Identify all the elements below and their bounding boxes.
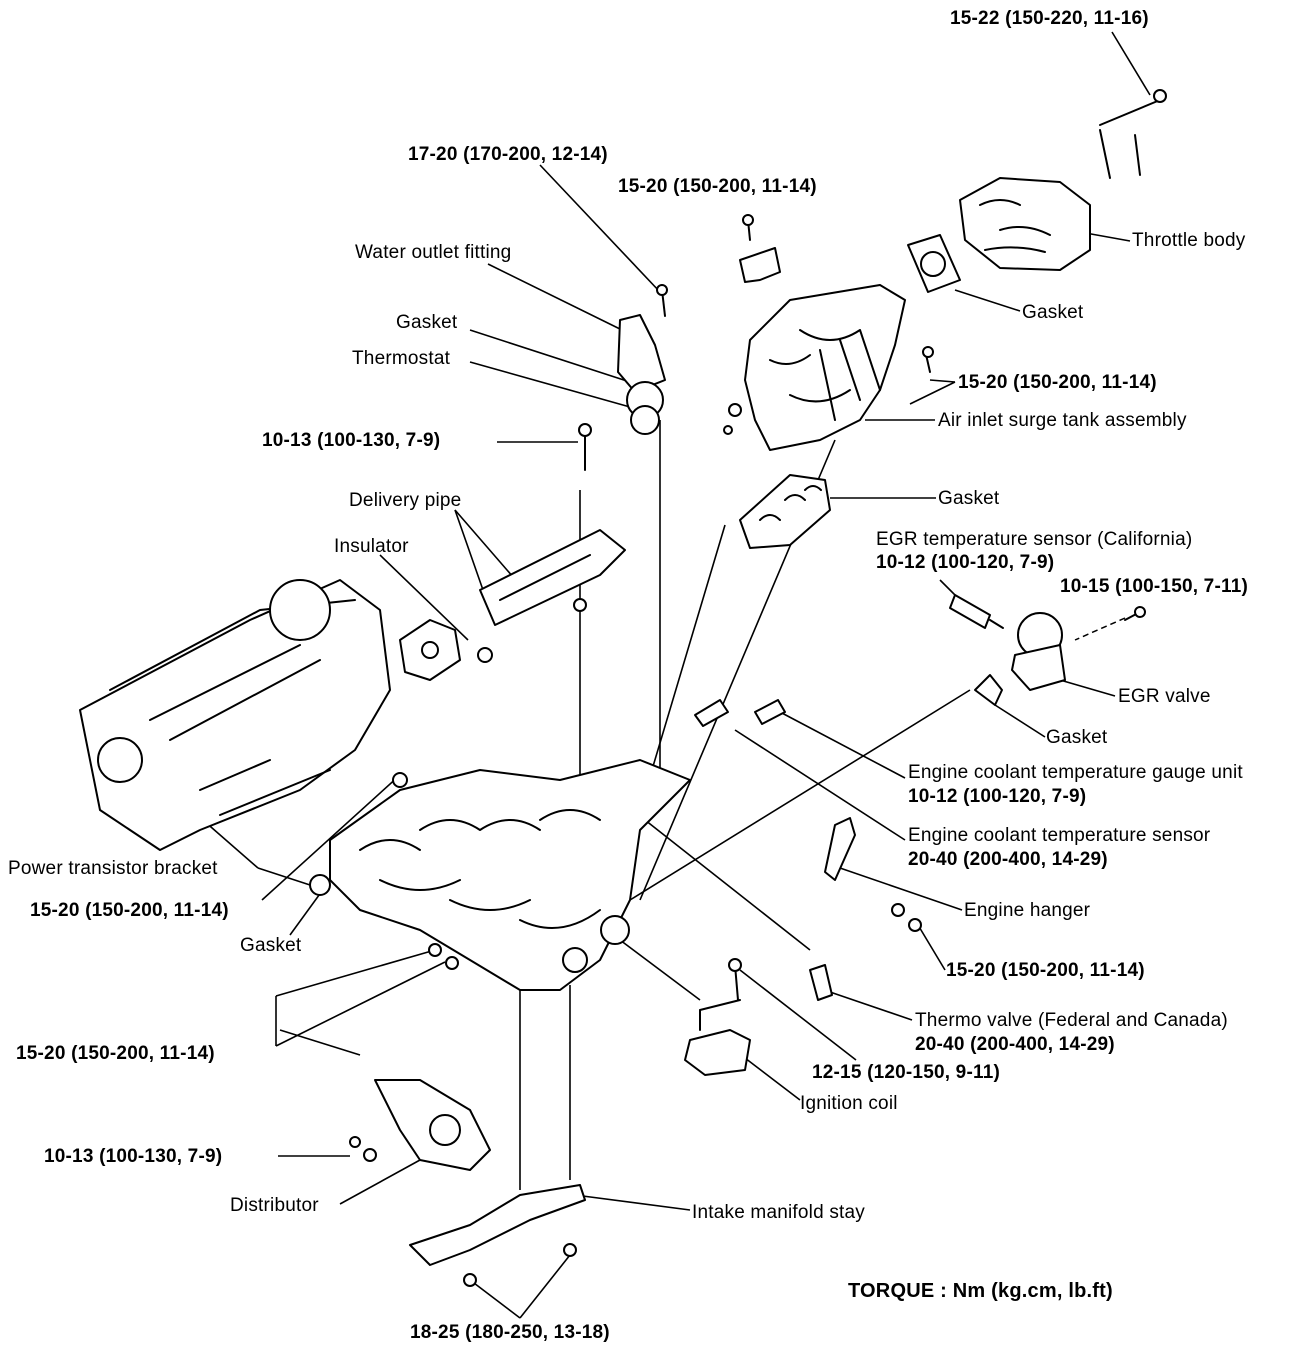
throttle-body-part [959, 89, 1167, 271]
lower-manifold-torque-label: 15-20 (150-200, 11-14) [16, 1043, 215, 1064]
engine-hanger-label: Engine hanger [964, 900, 1091, 921]
throttle-body-label: Throttle body [1132, 230, 1246, 251]
distributor-label: Distributor [230, 1195, 319, 1216]
delivery-pipe-bolt-torque-label: 10-13 (100-130, 7-9) [262, 430, 441, 451]
delivery-pipe-part [479, 423, 626, 626]
leader-lines [179, 31, 1151, 1319]
stay-bolt-torque-label: 18-25 (180-250, 13-18) [410, 1322, 610, 1343]
air-inlet-surge-tank-label: Air inlet surge tank assembly [938, 410, 1187, 431]
coolant-gauge-unit-label: Engine coolant temperature gauge unit [908, 762, 1243, 783]
coolant-sensors-part [694, 699, 786, 727]
throttle-bolt-torque-label: 15-22 (150-220, 11-16) [950, 8, 1149, 29]
egr-gasket-part [974, 674, 1003, 706]
water-outlet-bolt-torque-label: 17-20 (170-200, 12-14) [408, 144, 608, 165]
egr-gasket-label: Gasket [1046, 727, 1108, 748]
coolant-sensor-label: Engine coolant temperature sensor [908, 825, 1211, 846]
insulator-label: Insulator [334, 536, 409, 557]
power-transistor-bracket-label: Power transistor bracket [8, 858, 218, 879]
hanger-bolt-torque-label: 15-20 (150-200, 11-14) [946, 960, 1145, 981]
torque-units-label: TORQUE : Nm (kg.cm, lb.ft) [848, 1280, 1113, 1302]
distributor-part [349, 1079, 491, 1171]
egr-sensor-torque-label: 10-12 (100-120, 7-9) [876, 552, 1055, 573]
manifold-bolt-torque-label: 15-20 (150-200, 11-14) [30, 900, 229, 921]
engine-hanger-part [824, 817, 922, 932]
throttle-gasket-part [907, 234, 961, 293]
thermo-valve-label: Thermo valve (Federal and Canada) [915, 1010, 1228, 1031]
bracket-bolt-torque-label: 15-20 (150-200, 11-14) [618, 176, 817, 197]
parts [79, 89, 1167, 1287]
surge-tank-bolt-torque-label: 15-20 (150-200, 11-14) [958, 372, 1157, 393]
ignition-coil-part [684, 958, 751, 1076]
top-bracket-part [739, 214, 781, 283]
distributor-torque-label: 10-13 (100-130, 7-9) [44, 1146, 223, 1167]
surge-tank-part [723, 284, 934, 451]
water-outlet-fitting-label: Water outlet fitting [355, 242, 512, 263]
ignition-coil-torque-label: 12-15 (120-150, 9-11) [812, 1062, 1000, 1083]
egr-valve-label: EGR valve [1118, 686, 1211, 707]
coolant-sensor-torque-label: 20-40 (200-400, 14-29) [908, 849, 1108, 870]
thermostat-label: Thermostat [352, 348, 451, 369]
cylinder-head-part [79, 579, 391, 851]
thermo-valve-part [809, 964, 833, 1001]
surge-gasket-part [739, 474, 831, 549]
manifold-bolts-part [428, 943, 459, 970]
manifold-gasket-label: Gasket [240, 935, 302, 956]
throttle-gasket-label: Gasket [1022, 302, 1084, 323]
thermo-valve-torque-label: 20-40 (200-400, 14-29) [915, 1034, 1115, 1055]
egr-sensor-part [949, 594, 1004, 629]
delivery-pipe-label: Delivery pipe [349, 490, 462, 511]
intake-manifold-part [309, 759, 691, 991]
water-outlet-part [617, 284, 668, 435]
egr-valve-part [1011, 606, 1146, 691]
coolant-gauge-unit-torque-label: 10-12 (100-120, 7-9) [908, 786, 1087, 807]
ignition-coil-label: Ignition coil [800, 1093, 898, 1114]
surge-gasket-label: Gasket [938, 488, 1000, 509]
water-outlet-gasket-label: Gasket [396, 312, 458, 333]
insulator-part [399, 619, 493, 681]
egr-temperature-sensor-label: EGR temperature sensor (California) [876, 529, 1193, 550]
intake-manifold-stay-label: Intake manifold stay [692, 1202, 865, 1223]
egr-valve-torque-label: 10-15 (100-150, 7-11) [1060, 576, 1248, 597]
manifold-stay-part [409, 1184, 586, 1287]
